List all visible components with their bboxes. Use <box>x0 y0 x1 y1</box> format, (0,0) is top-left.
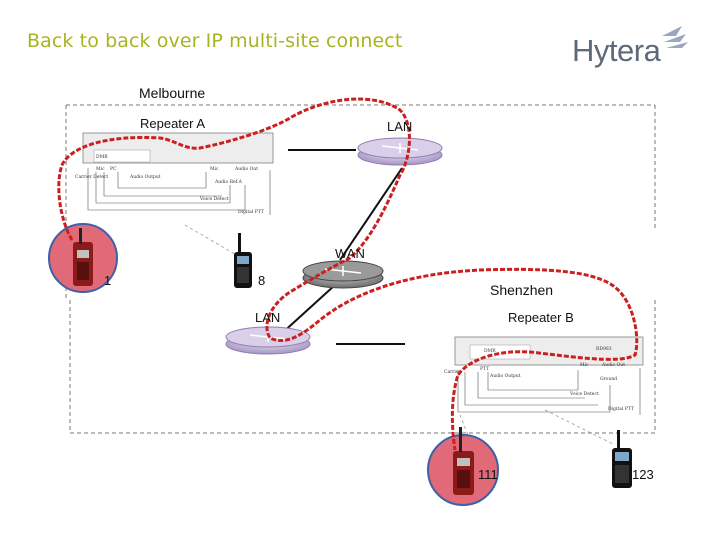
radio-b1-id: 111 <box>478 467 498 482</box>
repeater-a-device: Mic PC Mic Audio Out Carrier Detect Audi… <box>75 132 274 215</box>
svg-text:Voice Detect: Voice Detect <box>199 196 229 202</box>
wan-label: WAN <box>335 246 365 261</box>
svg-text:Audio Ref.A: Audio Ref.A <box>214 179 243 185</box>
svg-text:Audio Output: Audio Output <box>129 174 161 180</box>
svg-text:DMR: DMR <box>96 154 108 160</box>
svg-text:Audio Output: Audio Output <box>489 373 521 379</box>
radio-b2-icon <box>612 430 632 488</box>
svg-text:Digital PTT: Digital PTT <box>238 209 264 215</box>
repeater-b-model: RD983 <box>596 346 612 352</box>
call-path-line <box>57 97 639 451</box>
svg-text:PC: PC <box>110 166 117 172</box>
svg-text:Ground: Ground <box>600 376 617 382</box>
radio-b2-id: 123 <box>632 467 654 482</box>
wan-router <box>302 260 384 289</box>
radio-a1-icon <box>73 228 93 286</box>
svg-text:Mic: Mic <box>210 166 219 172</box>
svg-text:Voice Detect: Voice Detect <box>569 391 599 397</box>
shenzhen-site-boundary <box>69 300 656 434</box>
radio-a2-icon <box>234 233 252 288</box>
logo-text: Hytera <box>572 33 661 68</box>
svg-text:DMR: DMR <box>484 348 496 354</box>
repeater-b-label: Repeater B <box>508 310 574 325</box>
radio-a1-id: 1 <box>104 273 112 288</box>
svg-text:Carrier: Carrier <box>444 369 462 375</box>
svg-text:Audio Out: Audio Out <box>601 362 625 368</box>
hytera-logo-icon <box>662 26 688 48</box>
repeater-b-device: RD983 PTT Mic Audio Out Carrier Audio Ou… <box>444 336 644 415</box>
site-b-label: Shenzhen <box>490 282 554 298</box>
svg-text:Digital PTT: Digital PTT <box>608 406 634 412</box>
lan-b-label: LAN <box>255 310 281 325</box>
svg-text:Mic: Mic <box>580 362 589 368</box>
svg-text:Mic: Mic <box>96 166 105 172</box>
radio-a2-id: 8 <box>258 273 266 288</box>
slide-title: Back to back over IP multi-site connect <box>27 30 403 52</box>
lan-router-a <box>357 137 443 166</box>
svg-text:PTT: PTT <box>480 366 489 372</box>
radio-b1-icon <box>453 427 474 495</box>
lan-a-label: LAN <box>387 119 413 134</box>
svg-text:Carrier Detect: Carrier Detect <box>75 174 108 180</box>
svg-text:Audio Out: Audio Out <box>234 166 258 172</box>
repeater-a-label: Repeater A <box>140 116 206 131</box>
site-a-label: Melbourne <box>139 85 206 101</box>
